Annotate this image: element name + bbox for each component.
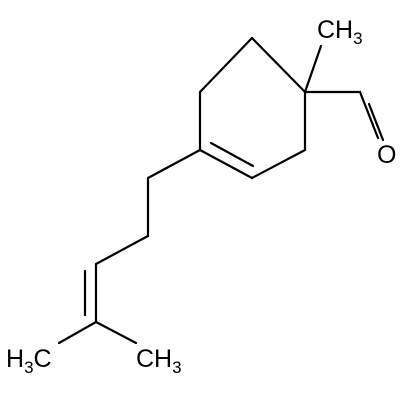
methyl-label-bottom-right: CH3	[136, 345, 182, 377]
bond-ring-top	[198, 36, 254, 94]
bond-chain-1	[146, 148, 202, 180]
bond-aldehyde-double-2	[367, 102, 385, 142]
bond-ring-double-outer	[198, 148, 254, 180]
bond-ring-upper-right	[250, 36, 307, 94]
bond-to-methyl-left	[57, 320, 98, 345]
bond-ring-double-inner	[209, 141, 255, 168]
bond-chain-3	[94, 234, 150, 266]
bond-to-methyl-top	[303, 44, 323, 94]
oxygen-label: O	[377, 141, 396, 169]
methyl-label-bottom-left: H3C	[6, 345, 52, 377]
methyl-label-top: CH3	[317, 16, 363, 48]
bond-ring-lower-right	[250, 148, 307, 180]
bond-aldehyde-double-1	[358, 90, 380, 140]
bond-to-methyl-right	[94, 320, 138, 345]
